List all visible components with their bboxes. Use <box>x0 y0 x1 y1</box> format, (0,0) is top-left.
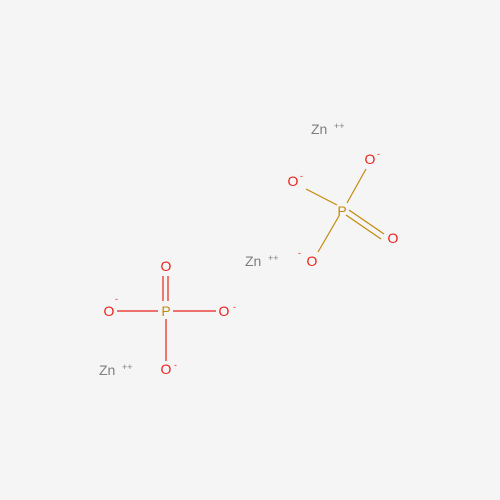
oxygen-charge-top: - <box>377 149 380 159</box>
zinc-bottom-charge: ++ <box>122 362 133 372</box>
zinc-ion-top: Zn ++ <box>311 121 345 137</box>
zinc-middle-charge: ++ <box>268 253 279 263</box>
oxygen-charge-right: - <box>233 302 236 312</box>
oxygen-atom-left: O <box>288 173 299 189</box>
oxygen-atom-bottom: O <box>307 253 318 269</box>
oxygen-charge-left: - <box>300 171 303 181</box>
oxygen-charge-bottom: - <box>174 360 177 370</box>
zinc-bottom-symbol: Zn <box>99 362 115 378</box>
phosphorus-atom: P <box>337 203 346 219</box>
bond-p-o-double-a <box>348 209 385 235</box>
oxygen-atom-double: O <box>161 258 172 274</box>
zinc-top-charge: ++ <box>334 121 345 131</box>
bond-p-o-double-b <box>345 214 382 240</box>
bond-p-o-bottom <box>317 215 340 253</box>
phosphate-lower: O P - O O - O - <box>104 258 236 377</box>
oxygen-atom-left: O <box>104 303 115 319</box>
zinc-top-symbol: Zn <box>311 121 327 137</box>
bond-p-o-top <box>346 168 367 204</box>
phosphate-lower-bonds <box>117 276 216 361</box>
zinc-middle-symbol: Zn <box>245 253 261 269</box>
oxygen-charge-bottom: - <box>298 248 301 258</box>
phosphate-upper-bonds <box>305 168 385 253</box>
oxygen-charge-left: - <box>115 294 118 304</box>
zinc-ion-bottom: Zn ++ <box>99 362 133 378</box>
oxygen-atom-top: O <box>365 151 376 167</box>
zinc-ion-middle: Zn ++ <box>245 253 279 269</box>
oxygen-atom-double: O <box>388 230 399 246</box>
bond-p-o-left <box>305 188 338 206</box>
phosphate-upper: P O - O - O - O <box>288 149 399 269</box>
oxygen-atom-right: O <box>219 303 230 319</box>
phosphorus-atom: P <box>161 303 170 319</box>
oxygen-atom-bottom: O <box>161 361 172 377</box>
